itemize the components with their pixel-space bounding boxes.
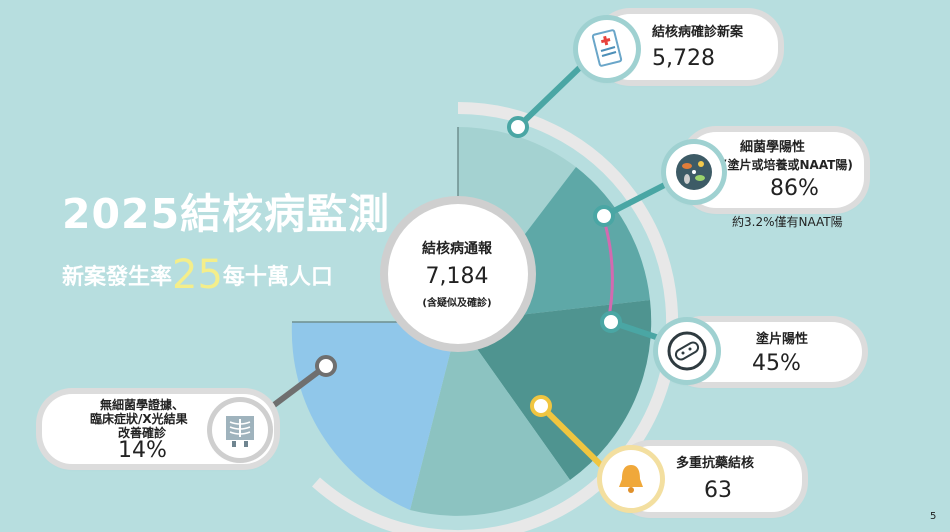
smear-label: 塗片陽性	[756, 332, 809, 347]
bell-icon	[602, 450, 660, 508]
wedge-teal-soft	[410, 322, 570, 516]
wedge-teal-dark	[458, 300, 652, 480]
page-title: 2025結核病監測	[62, 190, 391, 238]
no-bact-value: 14%	[118, 438, 167, 463]
new-cases-value: 5,728	[652, 46, 715, 71]
center-label: 結核病通報	[422, 241, 492, 257]
incidence-value: 25	[172, 252, 223, 298]
page-number: 5	[930, 511, 937, 522]
incidence-prefix: 新案發生率	[62, 265, 173, 290]
knob-new-cases	[507, 116, 529, 138]
knob-bacteriology	[593, 205, 615, 227]
no-bact-label-line3: 改善確診	[118, 426, 167, 440]
knob-mdr	[530, 395, 552, 417]
no-bact-label-line1: 無細菌學證據、	[100, 398, 185, 412]
incidence-rate: 新案發生率25每十萬人口	[62, 252, 333, 298]
connector-mdr	[538, 403, 611, 475]
new-cases-label: 結核病確診新案	[652, 25, 744, 40]
outer-ring	[312, 102, 679, 532]
center-note: (含疑似及確診)	[422, 298, 492, 309]
mdr-label: 多重抗藥結核	[676, 456, 755, 471]
bacteriology-label-line1: 細菌學陽性	[740, 140, 806, 155]
knob-no-bacteriology	[315, 355, 337, 377]
bacteriology-value: 86%	[770, 176, 819, 201]
xray-icon	[212, 402, 268, 458]
knob-smear	[600, 311, 622, 333]
center-value: 7,184	[425, 264, 489, 289]
bacteria-icon	[666, 144, 722, 200]
medical-report-icon	[578, 20, 636, 78]
smear-value: 45%	[752, 351, 801, 376]
incidence-suffix: 每十萬人口	[222, 265, 333, 290]
bacteriology-label-line2: (塗片或培養或NAAT陽)	[722, 158, 853, 172]
naat-note: 約3.2%僅有NAAT陽	[732, 215, 843, 229]
mdr-value: 63	[704, 478, 732, 503]
no-bact-label-line2: 臨床症狀/X光結果	[90, 412, 188, 426]
bacillus-icon	[658, 322, 716, 380]
center-circle	[388, 204, 528, 344]
card-bacteriology: 細菌學陽性 (塗片或培養或NAAT陽) 86%	[686, 132, 864, 208]
